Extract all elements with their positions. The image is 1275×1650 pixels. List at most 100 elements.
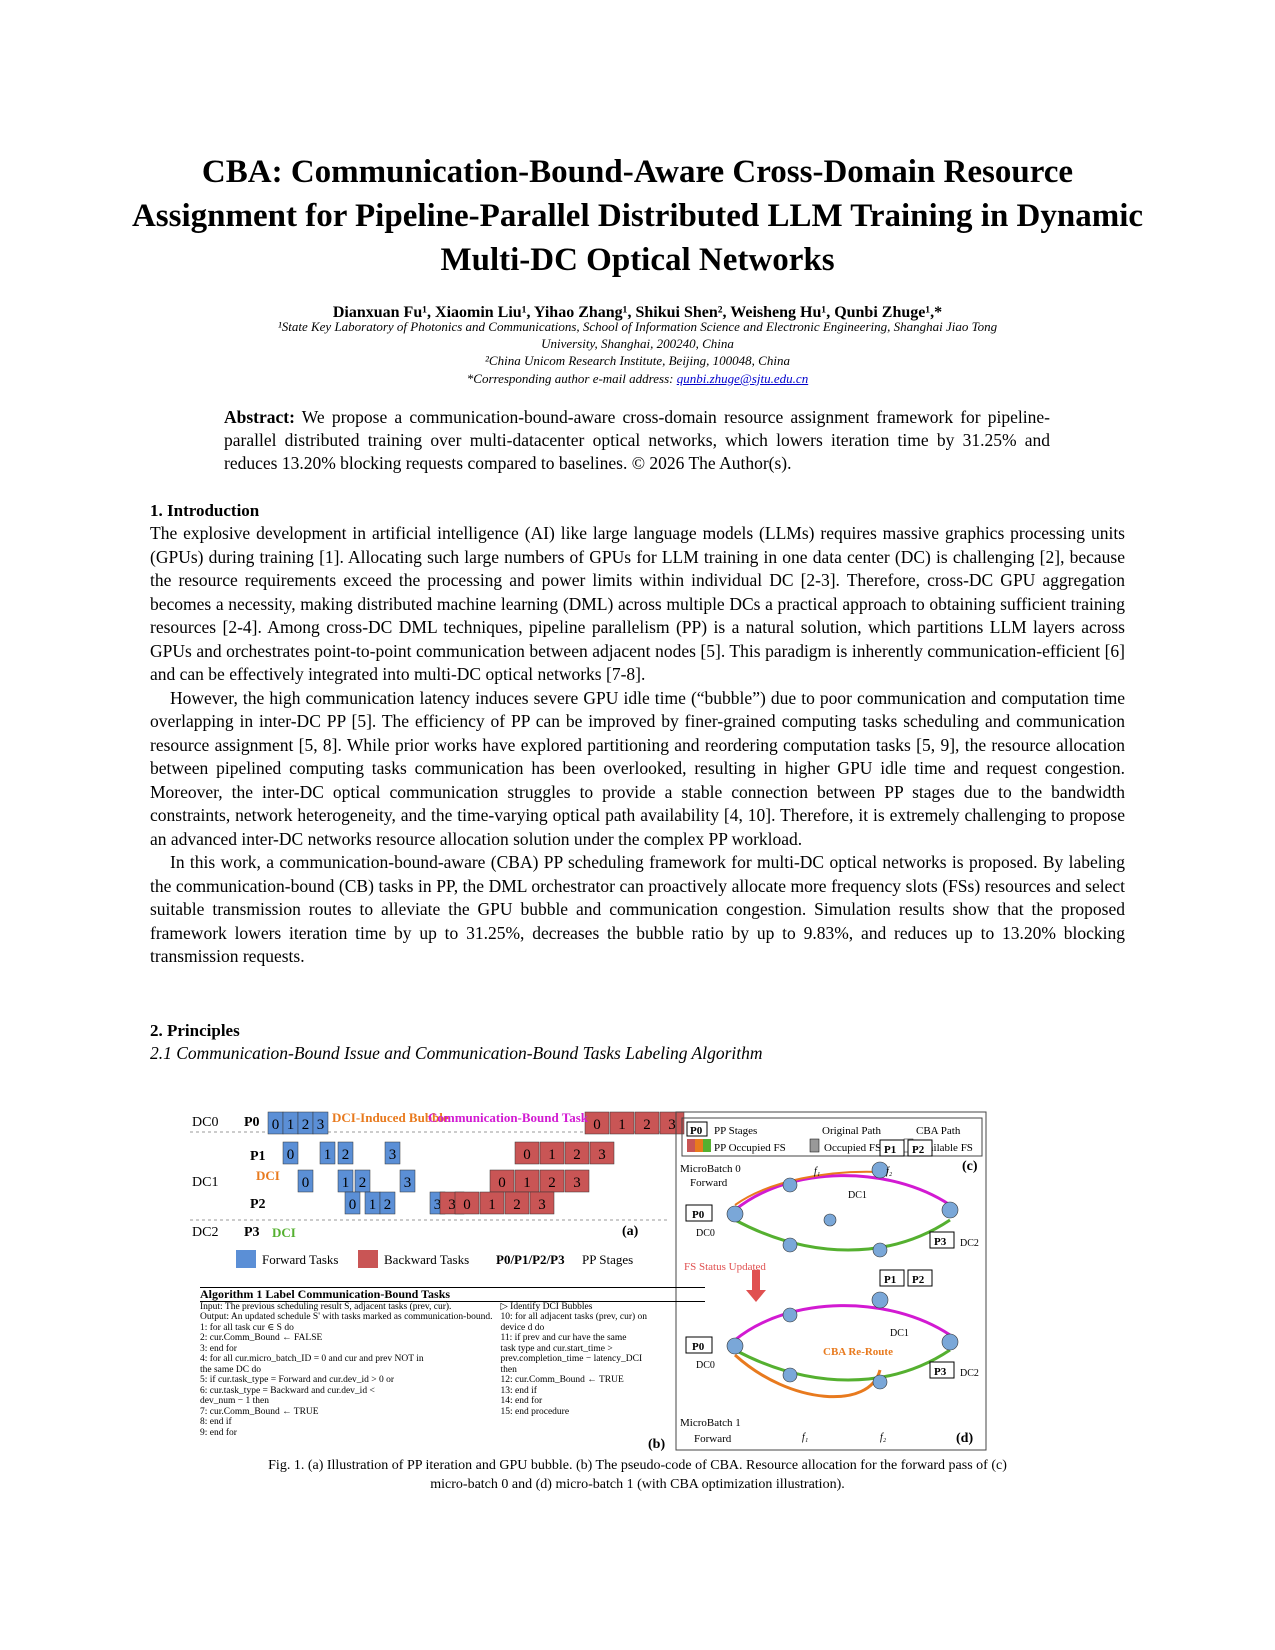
intro-paragraph-1: The explosive development in artificial … xyxy=(150,523,1125,684)
algorithm-line: 13: end if xyxy=(500,1385,537,1396)
algorithm-line: 7: cur.Comm_Bound ← TRUE xyxy=(200,1406,319,1417)
dc0-label-c: DC0 xyxy=(696,1228,715,1239)
algorithm-title: Algorithm 1 Label Communication-Bound Ta… xyxy=(200,1287,705,1302)
task-label: 1 xyxy=(523,1175,531,1191)
dc2-label-d: DC2 xyxy=(960,1368,979,1379)
legend-stages: PP Stages xyxy=(582,1252,633,1267)
task-label: 3 xyxy=(317,1117,325,1133)
task-label: 3 xyxy=(389,1147,397,1163)
figure-caption: Fig. 1. (a) Illustration of PP iteration… xyxy=(180,1456,1095,1494)
affiliation-1-cont: University, Shanghai, 200240, China xyxy=(541,336,734,351)
backward-task xyxy=(539,1141,565,1165)
forward-task xyxy=(354,1169,371,1193)
algorithm-1: Algorithm 1 Label Communication-Bound Ta… xyxy=(200,1287,705,1438)
panel-a-tag: (a) xyxy=(622,1224,639,1239)
author-list: Dianxuan Fu¹, Xiaomin Liu¹, Yihao Zhang¹… xyxy=(332,304,943,321)
node-p0-d: P0 xyxy=(692,1341,705,1353)
intro-paragraph-3: In this work, a communication-bound-awar… xyxy=(150,852,1125,966)
panel-c-tag: (c) xyxy=(962,1159,978,1174)
algorithm-line: 1: for all task cur ∈ S do xyxy=(200,1322,294,1333)
task-label: 0 xyxy=(498,1175,506,1191)
node-dc0-c xyxy=(726,1205,744,1223)
abstract-text: We propose a communication-bound-aware c… xyxy=(224,407,1050,473)
node-p3-c: P3 xyxy=(934,1236,947,1248)
corresponding-prefix: *Corresponding author e-mail address: xyxy=(466,371,677,386)
algorithm-line: ▷ Identify DCI Bubbles xyxy=(500,1301,593,1312)
legend-backward: Backward Tasks xyxy=(384,1252,469,1267)
algorithm-line: the same DC do xyxy=(200,1364,261,1375)
microbatch-1-label: MicroBatch 1 xyxy=(680,1417,741,1429)
task-label: 1 xyxy=(369,1197,377,1213)
dc-label-0: DC0 xyxy=(192,1115,218,1130)
task-label: 3 xyxy=(404,1175,412,1191)
forward-task xyxy=(319,1141,336,1165)
abstract: Abstract: We propose a communication-bou… xyxy=(224,406,1050,475)
microbatch-0-label: MicroBatch 0 xyxy=(680,1163,741,1175)
algorithm-line: then xyxy=(500,1364,517,1375)
task-label: 1 xyxy=(324,1147,332,1163)
dc-label-1: DC1 xyxy=(192,1175,218,1190)
dci-label-2: DCI xyxy=(272,1225,296,1240)
panel-b-tag: (b) xyxy=(648,1437,665,1452)
backward-task xyxy=(564,1141,590,1165)
task-label: 0 xyxy=(593,1117,601,1133)
forward-label-d: Forward xyxy=(694,1433,732,1445)
algorithm-line: prev.completion_time − latency_DCI xyxy=(500,1354,643,1364)
backward-task xyxy=(609,1111,635,1135)
node-p2-c: P2 xyxy=(912,1144,925,1156)
algorithm-left-column: Input: The previous scheduling result S,… xyxy=(200,1302,492,1439)
task-label: 2 xyxy=(643,1117,651,1133)
cb-task-label: Communication-Bound Task xyxy=(428,1110,589,1125)
forward-task xyxy=(344,1191,361,1215)
forward-task xyxy=(379,1191,396,1215)
algorithm-line: 4: for all cur.micro_batch_ID = 0 and cu… xyxy=(200,1354,424,1364)
forward-label-c: Forward xyxy=(690,1177,728,1189)
legend-forward-swatch xyxy=(236,1250,256,1268)
forward-task xyxy=(312,1111,329,1135)
backward-task xyxy=(634,1111,660,1135)
legend-forward: Forward Tasks xyxy=(262,1252,338,1267)
algorithm-line: 15: end procedure xyxy=(500,1406,570,1417)
legend-original-path: Original Path xyxy=(822,1125,881,1137)
legend-p0: P0 xyxy=(690,1125,703,1137)
affiliation-1: ¹State Key Laboratory of Photonics and C… xyxy=(277,319,998,334)
stage-label-p0: P0 xyxy=(244,1115,260,1130)
legend-pp-stages: PP Stages xyxy=(714,1125,757,1137)
legend-backward-swatch xyxy=(358,1250,378,1268)
forward-task xyxy=(282,1141,299,1165)
dci-label-1: DCI xyxy=(256,1168,280,1183)
backward-task xyxy=(514,1141,540,1165)
email-link[interactable]: qunbi.zhuge@sjtu.edu.cn xyxy=(676,371,809,386)
abstract-label: Abstract: xyxy=(224,407,295,427)
backward-task xyxy=(454,1191,480,1215)
backward-task xyxy=(589,1141,615,1165)
legend-cba-path: CBA Path xyxy=(916,1125,961,1137)
algorithm-line: 11: if prev and cur have the same xyxy=(500,1333,627,1343)
cba-reroute-label: CBA Re-Route xyxy=(823,1346,893,1358)
legend-pp-occupied: PP Occupied FS xyxy=(714,1142,786,1154)
node-p2-d: P2 xyxy=(912,1274,925,1286)
algorithm-line: Input: The previous scheduling result S,… xyxy=(200,1301,452,1312)
corresponding-author: *Corresponding author e-mail address: qu… xyxy=(150,370,1125,387)
task-label: 0 xyxy=(349,1197,357,1213)
node-p0-c: P0 xyxy=(692,1209,705,1221)
dc0-label-d: DC0 xyxy=(696,1360,715,1371)
forward-task xyxy=(384,1141,401,1165)
legend-p0-box xyxy=(686,1121,708,1137)
task-label: 3 xyxy=(573,1175,581,1191)
forward-task xyxy=(297,1169,314,1193)
dci-bubble-label: DCI-Induced Bubble xyxy=(332,1110,449,1125)
algorithm-line: 5: if cur.task_type = Forward and cur.de… xyxy=(200,1375,395,1385)
task-label: 0 xyxy=(523,1147,531,1163)
backward-task xyxy=(584,1111,610,1135)
backward-task xyxy=(529,1191,555,1215)
forward-task xyxy=(337,1141,354,1165)
intro-heading: 1. Introduction xyxy=(150,501,260,520)
affiliation-2: ²China Unicom Research Institute, Beijin… xyxy=(485,353,790,368)
f2-c: f₂ xyxy=(886,1166,893,1177)
task-label: 3 xyxy=(538,1197,546,1213)
algorithm-line: Output: An updated schedule S' with task… xyxy=(200,1312,493,1322)
